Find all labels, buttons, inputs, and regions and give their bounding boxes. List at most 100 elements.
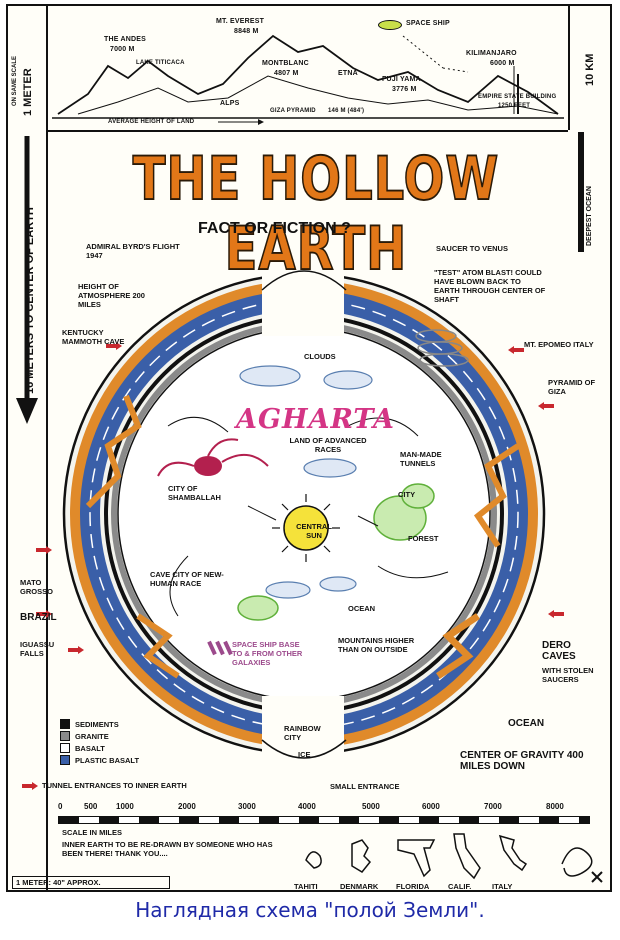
scale-tick-label: 6000: [422, 802, 440, 811]
peak-everest-label: MT. EVEREST: [216, 18, 265, 25]
scale-tick-label: 7000: [484, 802, 502, 811]
peak-kilimanjaro-height: 6000 M: [490, 60, 515, 67]
italy-icon: [498, 834, 528, 872]
earth-cross-section: [62, 270, 546, 759]
scale-tick-label: 1000: [116, 802, 134, 811]
tahiti-icon: [305, 851, 322, 869]
mountain-strip: SPACE SHIP MT. EVEREST 8848 M THE ANDES …: [48, 6, 568, 132]
scale-tick-label: 5000: [362, 802, 380, 811]
mountain-profile: [52, 34, 564, 125]
rainbow-city-label: RAINBOW CITY: [284, 724, 321, 742]
mt-epomeo-label: MT. EPOMEO ITALY: [524, 340, 594, 349]
place-label-florida: FLORIDA: [396, 882, 430, 891]
clouds-label: CLOUDS: [304, 352, 336, 361]
small-entrance-label: SMALL ENTRANCE: [330, 782, 400, 791]
space-ship-icon: [378, 20, 402, 30]
atmosphere-label: HEIGHT OF ATMOSPHERE 200 MILES: [78, 282, 145, 309]
peak-etna-label: ETNA: [338, 70, 358, 77]
outer-ocean-label: OCEAN: [508, 718, 545, 729]
peak-fuji-height: 3776 M: [392, 86, 417, 93]
agharta-subtitle: LAND OF ADVANCED RACES: [289, 436, 367, 454]
peak-alps-label: ALPS: [220, 100, 240, 107]
tunnel-arrow-icon: [22, 782, 38, 790]
peak-giza-height: 146 M (484'): [328, 108, 365, 114]
right-ocean-bar: [578, 132, 584, 252]
peak-empire-label: EMPIRE STATE BUILDING: [478, 94, 557, 100]
cave-city-label: CAVE CITY OF NEW-HUMAN RACE: [150, 570, 224, 588]
forest-icon: [237, 595, 279, 621]
central-sun-icon: [272, 494, 340, 562]
kentucky-label: KENTUCKY MAMMOTH CAVE: [62, 328, 125, 346]
center-gravity-label: CENTER OF GRAVITY 400 MILES DOWN: [460, 750, 584, 772]
legend-item: PLASTIC BASALT: [60, 754, 139, 766]
poster: 1 METER ON SAME SCALE 16 METERS TO CENTE…: [6, 4, 612, 892]
peak-empire-height: 1250 FEET: [498, 103, 531, 109]
atom-blast-label: "TEST" ATOM BLAST! COULD HAVE BLOWN BACK…: [434, 268, 546, 304]
legend-label: PLASTIC BASALT: [75, 755, 140, 765]
pyramid-giza-label: PYRAMID OF GIZA: [548, 378, 596, 396]
tunnel-arrow-icon: [508, 346, 524, 354]
cloud-icon: [239, 365, 373, 599]
caption: Наглядная схема "полой Земли".: [135, 898, 485, 922]
iguassu-label: IGUASSU FALLS: [20, 640, 55, 658]
down-arrow-icon: [16, 136, 38, 424]
peak-fuji-label: FUJI YAMA: [382, 76, 421, 83]
scale-bar: [58, 816, 590, 824]
scale-tick-label: 0: [58, 802, 63, 811]
right-scale-bar: [568, 6, 610, 130]
tunnel-arrow-icon: [68, 646, 84, 654]
right-scale-label: 10 KM: [584, 53, 596, 86]
legend-label: GRANITE: [75, 731, 109, 741]
place-label-tahiti: TAHITI: [294, 882, 318, 891]
scale-tick-label: 8000: [546, 802, 564, 811]
mountains-label: MOUNTAINS HIGHER THAN ON OUTSIDE: [338, 636, 415, 654]
california-icon: [453, 833, 481, 880]
scale-label: SCALE IN MILES: [62, 828, 123, 837]
left-scale-note: ON SAME SCALE: [12, 55, 18, 106]
legend-label: SEDIMENTS: [75, 719, 119, 729]
left-scale-label: 1 METER: [22, 68, 34, 116]
admiral-byrd-label: ADMIRAL BYRD'S FLIGHT 1947: [86, 242, 180, 260]
scale-tick-label: 3000: [238, 802, 256, 811]
peak-everest-height: 8848 M: [234, 28, 259, 35]
poster-title: THE HOLLOW EARTH: [132, 143, 500, 285]
city-label: CITY: [398, 490, 416, 499]
florida-icon: [397, 839, 436, 878]
peak-montblanc-height: 4807 M: [274, 70, 299, 77]
tunnel-note-label: TUNNEL ENTRANCES TO INNER EARTH: [42, 781, 187, 790]
legend-swatch: [60, 719, 70, 729]
place-label-california: CALIF.: [448, 882, 472, 891]
saucer-venus-label: SAUCER TO VENUS: [436, 244, 508, 253]
scale-tick-label: 2000: [178, 802, 196, 811]
shamballah-label: CITY OF SHAMBALLAH: [168, 484, 221, 502]
peak-andes-height: 7000 M: [110, 46, 135, 53]
dero-caves-label: DERO CAVES: [542, 640, 576, 662]
tunnel-arrow-icon: [36, 546, 52, 554]
scale-tick-label: 4000: [298, 802, 316, 811]
legend-item: GRANITE: [60, 730, 139, 742]
legend: SEDIMENTS GRANITE BASALT PLASTIC BASALT: [60, 718, 139, 766]
peak-titicaca-label: LAKE TITICACA: [136, 60, 185, 66]
dero-caves-subtitle: WITH STOLEN SAUCERS: [542, 666, 594, 684]
space-ship-base-icon: [207, 640, 233, 656]
tunnel-arrow-icon: [538, 402, 554, 410]
peak-andes-label: THE ANDES: [104, 36, 146, 43]
place-label-italy: ITALY: [492, 882, 513, 891]
denmark-icon: [351, 839, 372, 873]
agharta-label: AGHARTA: [236, 404, 395, 435]
legend-swatch: [60, 755, 70, 765]
right-vertical-label: DEEPEST OCEAN: [586, 186, 593, 246]
left-scale-bar: [8, 6, 48, 890]
tunnel-arrow-icon: [106, 342, 122, 350]
legend-label: BASALT: [75, 743, 105, 753]
inner-ocean-label: OCEAN: [348, 604, 376, 613]
average-height-label: AVERAGE HEIGHT OF LAND: [108, 119, 195, 125]
forest-label: FOREST: [408, 534, 439, 543]
ice-label: ICE: [298, 750, 311, 759]
legend-swatch: [60, 731, 70, 741]
brazil-label: BRAZIL: [20, 612, 57, 623]
poster-subtitle: FACT OR FICTION ?: [198, 220, 351, 237]
scale-tick-label: 500: [84, 802, 98, 811]
place-silhouettes: [305, 833, 528, 880]
space-ship-base-label: SPACE SHIP BASE TO & FROM OTHER GALAXIES: [232, 640, 303, 667]
